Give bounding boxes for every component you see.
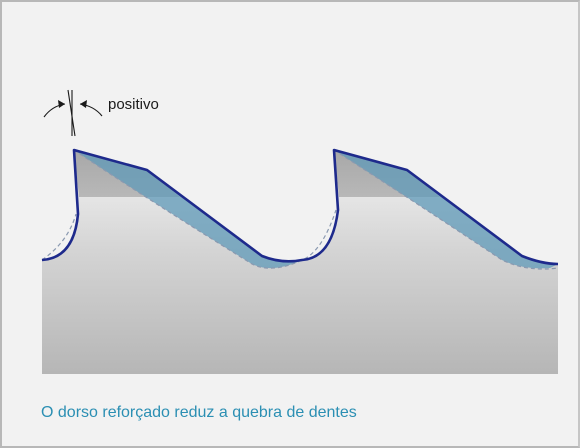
reinforced-back-1	[74, 150, 302, 269]
original-tooth-profile	[41, 149, 559, 270]
tooth-outline	[41, 148, 559, 266]
angle-arc-arrows-icon	[43, 89, 103, 137]
diagram-caption: O dorso reforçado reduz a quebra de dent…	[41, 404, 357, 421]
reinforced-back-2	[334, 150, 558, 269]
rake-angle-label: positivo	[108, 96, 159, 113]
